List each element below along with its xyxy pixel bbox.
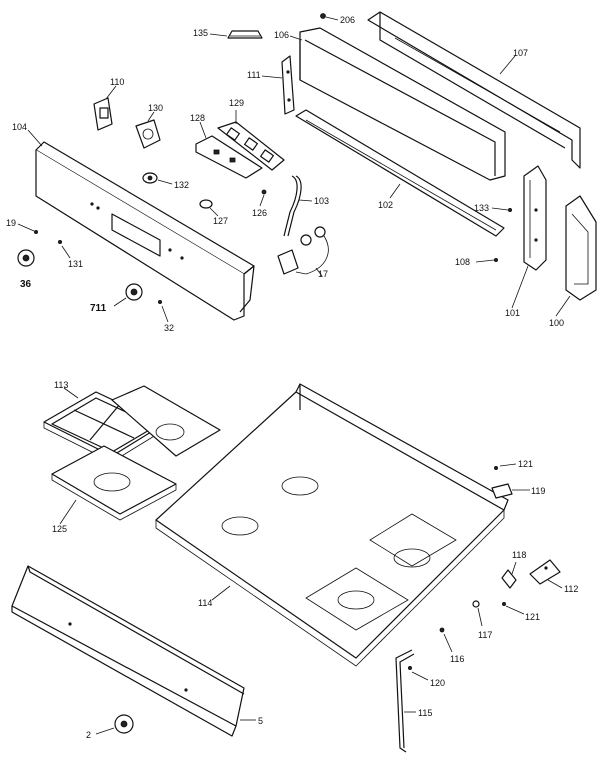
part-121-screw-upper [493, 465, 498, 470]
part-129-board [217, 121, 285, 171]
part-108-screw [493, 257, 498, 262]
label-110: 110 [110, 77, 125, 87]
label-36: 36 [20, 279, 32, 290]
part-112-hinge [529, 559, 561, 585]
part-206-screw [320, 13, 326, 19]
label-5: 5 [258, 716, 264, 726]
label-128: 128 [190, 113, 206, 123]
part-126-clip [261, 189, 267, 195]
part-121-screw-lower [501, 602, 506, 607]
label-119: 119 [531, 486, 546, 496]
label-100: 100 [549, 318, 565, 328]
part-125-pan [51, 445, 177, 521]
part-135-bracket [227, 30, 263, 39]
part-106-backguard [299, 27, 506, 181]
label-121-lower: 121 [525, 612, 541, 622]
label-135: 135 [193, 28, 209, 38]
part-711-knob [125, 283, 143, 301]
label-111: 111 [247, 70, 261, 80]
part-17-switch [277, 226, 329, 275]
part-101-bracket [523, 165, 547, 271]
label-114: 114 [198, 598, 213, 608]
label-206: 206 [340, 15, 356, 25]
label-125: 125 [52, 524, 68, 534]
label-118: 118 [512, 550, 527, 560]
part-32-screw [157, 299, 162, 304]
part-132-knob [142, 172, 158, 184]
label-106: 106 [274, 30, 290, 40]
part-110-relay [93, 97, 113, 131]
part-118-bracket [501, 569, 517, 589]
part-2-knob [114, 714, 134, 734]
part-114-cooktop [155, 383, 509, 667]
part-131-screw [58, 239, 63, 244]
part-115-rod [395, 649, 415, 753]
label-130: 130 [148, 103, 164, 113]
label-127: 127 [213, 216, 229, 226]
label-113: 113 [54, 380, 69, 390]
part-127-spacer [199, 199, 213, 209]
part-116-screw [439, 627, 445, 633]
part-5-front-panel [11, 565, 245, 737]
label-32: 32 [164, 323, 175, 333]
label-103: 103 [314, 196, 330, 206]
label-116: 116 [450, 654, 465, 664]
part-120-screw [407, 666, 412, 671]
label-101: 101 [505, 308, 521, 318]
part-grate-plate [111, 385, 221, 457]
part-130-module [135, 119, 161, 149]
label-102: 102 [378, 200, 394, 210]
part-100-endcap [565, 195, 597, 301]
label-112: 112 [564, 584, 579, 594]
part-19-screw [34, 229, 39, 234]
label-132: 132 [174, 180, 190, 190]
part-117-grommet [472, 600, 480, 608]
label-120: 120 [430, 678, 446, 688]
label-126: 126 [252, 208, 268, 218]
part-128-overlay [195, 135, 263, 179]
label-711: 711 [90, 303, 107, 314]
label-117: 117 [478, 630, 493, 640]
label-129: 129 [229, 98, 245, 108]
label-17: 17 [318, 269, 329, 279]
part-36-knob [17, 249, 35, 267]
part-104-control-panel [35, 141, 255, 321]
label-2: 2 [86, 730, 92, 740]
part-102-manifold [295, 109, 505, 237]
part-111-bracket [281, 55, 295, 115]
label-108: 108 [455, 257, 471, 267]
part-133-screw [507, 207, 512, 212]
label-131: 131 [68, 259, 84, 269]
label-104: 104 [12, 122, 28, 132]
label-107: 107 [513, 48, 529, 58]
label-121-upper: 121 [518, 459, 534, 469]
label-19: 19 [6, 218, 17, 228]
label-133: 133 [474, 203, 490, 213]
part-103-harness [283, 175, 302, 237]
label-115: 115 [418, 708, 433, 718]
part-107-trim [367, 11, 581, 169]
part-119-clip [491, 483, 513, 499]
